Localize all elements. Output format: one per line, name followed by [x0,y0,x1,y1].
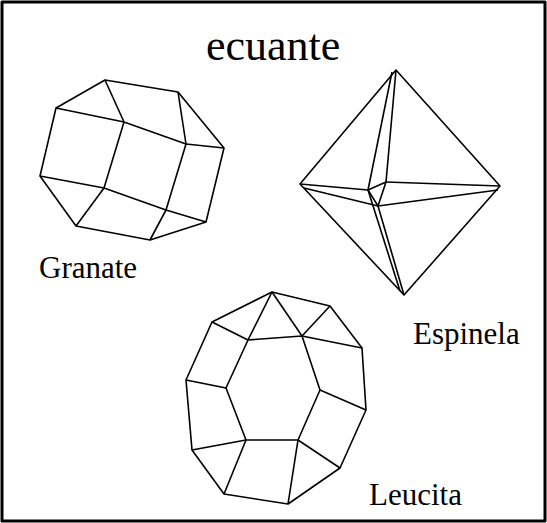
spinel-octahedron [300,70,500,295]
mineral-label: Espinela [413,318,520,349]
mineral-label: Granate [39,252,137,283]
mineral-label: Leucita [369,479,462,510]
title: ecuante [206,24,340,68]
leucite-trapezohedron [186,292,366,504]
garnet-dodecahedron [40,80,224,240]
